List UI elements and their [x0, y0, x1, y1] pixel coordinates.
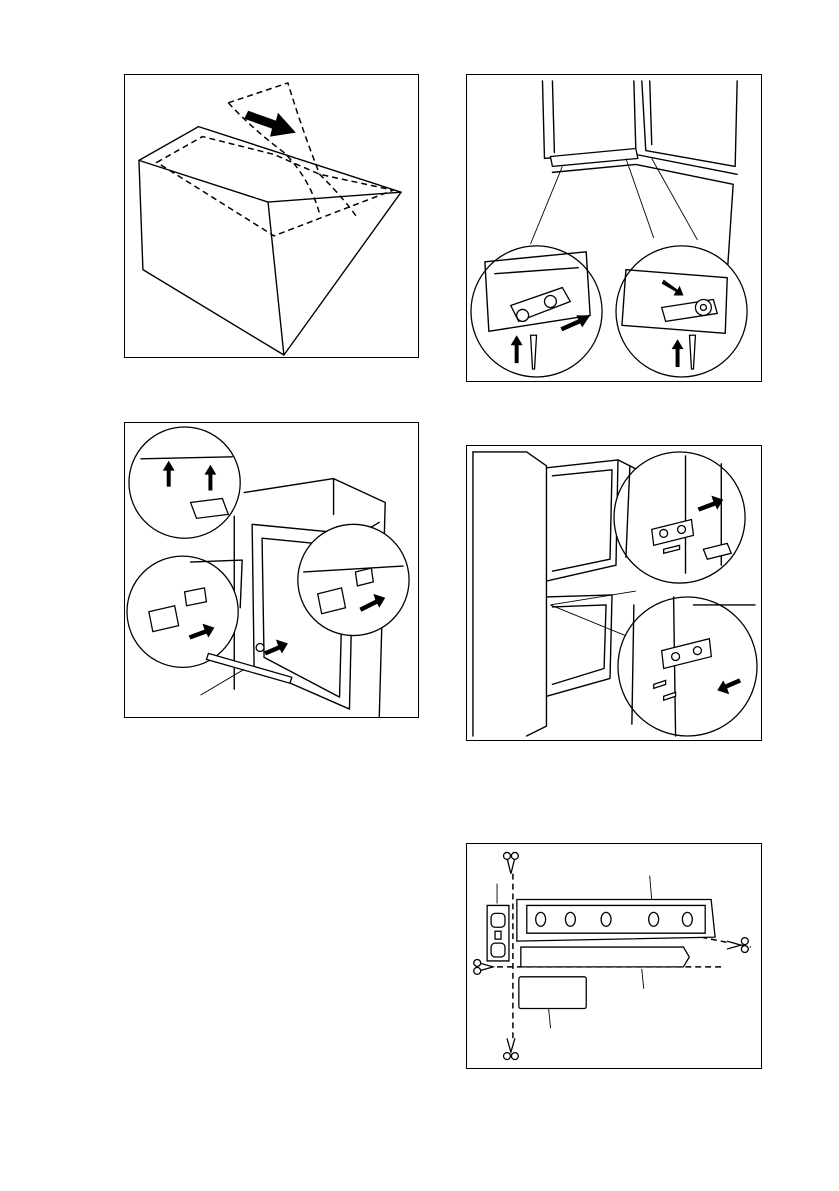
arrow-icon — [264, 640, 288, 656]
hinge-screws-drawing — [467, 75, 761, 381]
figure-door-brackets — [466, 445, 762, 741]
scissors-icon — [727, 941, 741, 949]
figure-hinge-covers — [124, 422, 419, 718]
packaging-box-drawing — [125, 75, 418, 357]
figure-hinge-screws — [466, 74, 762, 382]
figure-packaging-box — [124, 74, 419, 358]
figure-cover-strip-cutting — [466, 843, 762, 1069]
scissors-icon — [507, 858, 515, 874]
scissors-icon — [479, 963, 493, 971]
hinge-covers-drawing — [125, 423, 418, 717]
arrow-icon — [244, 111, 296, 137]
scissors-icon — [507, 1038, 515, 1052]
door-brackets-drawing — [467, 446, 761, 740]
cover-strip-cutting-drawing — [467, 844, 761, 1068]
scissors-icon — [503, 852, 510, 859]
